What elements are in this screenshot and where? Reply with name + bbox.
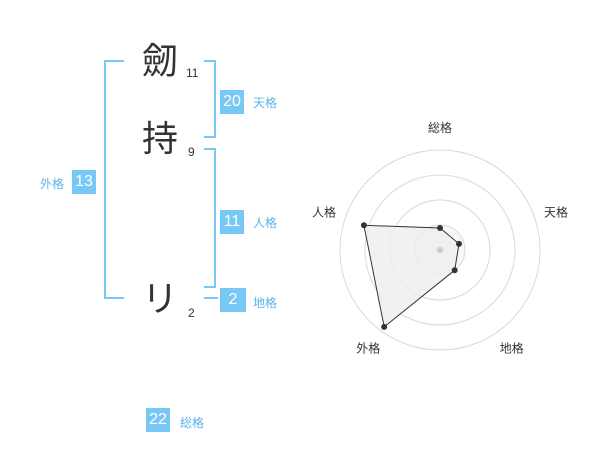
soukaku-value: 22 xyxy=(146,408,170,432)
soukaku-label: 総格 xyxy=(180,416,205,430)
radar-axis-label-5: 人格 xyxy=(312,204,336,219)
jinkaku-bracket xyxy=(204,148,216,288)
chikaku-value: 2 xyxy=(220,288,246,312)
radar-ring xyxy=(339,149,541,351)
jinkaku-value: 11 xyxy=(220,210,244,234)
gaikaku-value: 13 xyxy=(72,170,96,194)
tenkaku-value: 20 xyxy=(220,90,244,114)
chikaku-label: 地格 xyxy=(253,296,278,310)
radar-point-4 xyxy=(381,323,388,330)
radar-point-1 xyxy=(437,225,443,231)
radar-point-5 xyxy=(360,222,367,229)
name-char-1: 劒 xyxy=(141,41,178,82)
radar-axis-label-1: 総格 xyxy=(428,120,452,135)
radar-point-3 xyxy=(451,267,458,274)
name-char-3: リ xyxy=(141,279,178,320)
radar-point-2 xyxy=(456,240,463,247)
gaikaku-bracket xyxy=(104,60,124,299)
stroke-count-2: 9 xyxy=(188,145,195,159)
stroke-count-1: 11 xyxy=(186,66,199,80)
radar-axis-label-2: 天格 xyxy=(544,204,568,219)
radar-center-dot xyxy=(437,247,443,253)
jinkaku-label: 人格 xyxy=(253,216,278,230)
radar-polygon xyxy=(363,224,460,328)
tenkaku-bracket xyxy=(204,60,216,138)
stroke-count-3: 2 xyxy=(188,306,195,320)
radar-axis-label-4: 外格 xyxy=(356,341,380,356)
chikaku-connector xyxy=(204,297,218,299)
name-char-2: 持 xyxy=(141,119,178,160)
tenkaku-label: 天格 xyxy=(253,96,278,110)
radar-ring xyxy=(364,174,516,326)
gaikaku-label: 外格 xyxy=(40,177,65,191)
radar-axis-label-3: 地格 xyxy=(500,341,524,356)
